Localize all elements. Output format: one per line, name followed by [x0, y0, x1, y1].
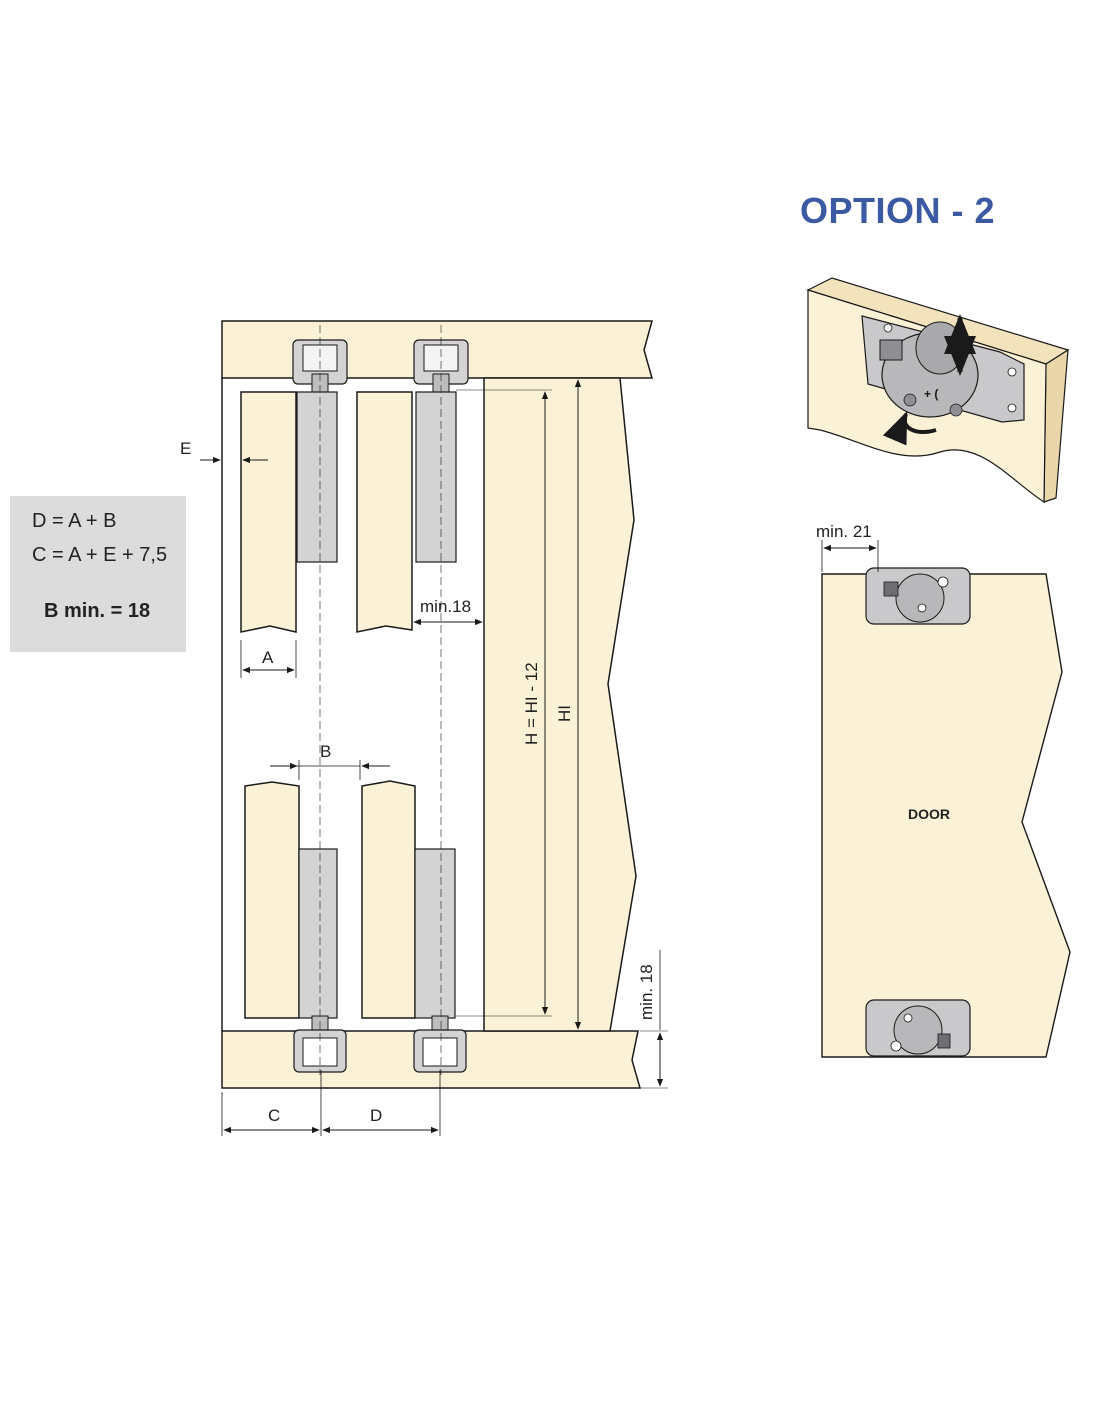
dim-hi-label: HI [555, 705, 574, 722]
svg-text:+ (: + ( [924, 387, 938, 401]
dim-h-label: H = HI - 12 [522, 662, 541, 745]
door-label: DOOR [908, 806, 950, 822]
dim-min18-gap: min.18 [413, 597, 483, 626]
dim-b: B [270, 742, 390, 780]
dim-min21: min. 21 [816, 522, 879, 572]
dim-e: E [180, 439, 268, 464]
dim-d-label: D [370, 1106, 382, 1125]
fitting-top-2 [415, 391, 457, 563]
door-elevation: DOOR [821, 567, 1071, 1058]
dim-a: A [240, 640, 297, 678]
cabinet-section [221, 320, 653, 1089]
bottom-rail-2 [413, 1015, 467, 1073]
formula-b-min: B min. = 18 [44, 600, 151, 622]
option-title: OPTION - 2 [800, 190, 996, 231]
formula-d: D = A + B [32, 510, 117, 532]
dim-h: H = HI - 12 [456, 389, 552, 1017]
dim-b-label: B [320, 742, 331, 761]
fitting-3d-view: + ( [806, 277, 1070, 504]
fitting-bottom-2 [414, 848, 456, 1019]
dim-min18-gap-label: min.18 [420, 597, 471, 616]
fitting-bottom-1 [298, 848, 338, 1019]
formula-box: D = A + B C = A + E + 7,5 B min. = 18 [10, 496, 186, 652]
dim-a-label: A [262, 648, 274, 667]
door-top-2 [356, 391, 413, 633]
formula-c: C = A + E + 7,5 [32, 544, 168, 566]
dim-min21-label: min. 21 [816, 522, 872, 541]
dim-min18-bottom: min. 18 [637, 950, 668, 1089]
door-bottom-1 [244, 781, 300, 1019]
dim-hi: HI [555, 379, 582, 1030]
dim-c-label: C [268, 1106, 280, 1125]
dim-c-d: C D [221, 1070, 441, 1136]
side-panel [483, 377, 637, 1032]
dim-e-label: E [180, 439, 191, 458]
door-bottom-2 [361, 780, 416, 1019]
dim-min18-bottom-label: min. 18 [637, 964, 656, 1020]
fitting-top-1 [296, 391, 338, 563]
door-top-1 [240, 391, 297, 633]
